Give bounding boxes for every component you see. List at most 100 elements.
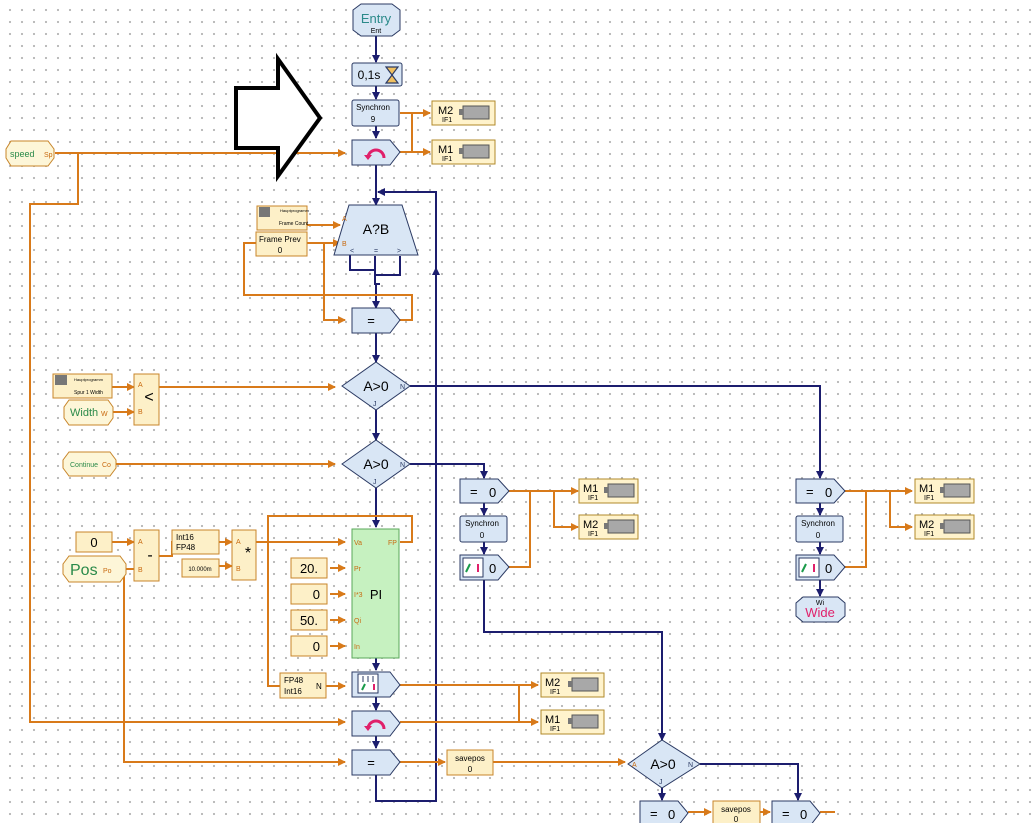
pi-port: Qi (354, 618, 361, 625)
pi-port: Pr (354, 566, 362, 573)
assign-zero-block-right[interactable]: = 0 (795, 478, 846, 504)
motor-m2-bottom[interactable]: M2 IF1 (540, 672, 605, 698)
speed-port: Sp (44, 152, 53, 159)
motor-iface: IF1 (588, 495, 598, 502)
decision-a-gt-0-2[interactable]: A>0 N J (341, 439, 411, 489)
arrow-annotation-icon (234, 52, 323, 183)
motor-m1-mid[interactable]: M1 IF1 (578, 478, 639, 504)
pi-controller-block[interactable]: PI Va Pr I*3 Qi In FP (351, 528, 400, 659)
motor-m1-top[interactable]: M1 IF1 (431, 139, 496, 165)
continue-input[interactable]: Continue Co (62, 451, 117, 477)
decision-no: N (400, 384, 405, 391)
savepos-value: 0 (468, 765, 473, 774)
assign-zero-block-bottom-2[interactable]: = 0 (771, 800, 821, 823)
frame-prev-value: 0 (278, 246, 283, 255)
subtract-label: - (147, 547, 152, 564)
pi-port: Va (354, 540, 362, 547)
assign-label: = (650, 806, 658, 821)
motor-m2-top[interactable]: M2 IF1 (431, 100, 496, 126)
savepos-value: 0 (734, 815, 739, 823)
frame-prev-variable[interactable]: Frame Prev 0 (255, 231, 308, 257)
synchron-label: Synchron (801, 519, 835, 528)
motor-iface: IF1 (924, 495, 934, 502)
wide-exit[interactable]: Wi Wide (795, 596, 846, 623)
savepos-variable[interactable]: savepos 0 (446, 749, 494, 776)
constant-10000m[interactable]: 10.000m (181, 558, 220, 578)
wait-label: 0,1s (358, 68, 381, 82)
motor-m2-right[interactable]: M2 IF1 (914, 514, 975, 540)
reset-value: 0 (489, 561, 496, 576)
motor-direction-block-bottom[interactable] (351, 710, 401, 737)
wait-block[interactable]: 0,1s (351, 62, 403, 87)
synchron-block-top[interactable]: Synchron 9 (351, 99, 400, 127)
decision-label: A>0 (363, 378, 389, 394)
decision-yes: J (659, 779, 663, 786)
synchron-label: Synchron (465, 519, 499, 528)
spur-width-label: Spur 1 Width (74, 390, 103, 396)
decision-in: A (632, 762, 637, 769)
decision-yes: J (373, 401, 377, 408)
motor-m1-right[interactable]: M1 IF1 (914, 478, 975, 504)
motor-iface: IF1 (588, 531, 598, 538)
pi-port: I*3 (354, 592, 363, 599)
assign-block-1[interactable]: = (351, 307, 401, 334)
multiply-label: * (245, 545, 251, 562)
savepos-label: savepos (721, 805, 751, 814)
entry-label: Entry (361, 11, 392, 26)
compare-ab-block[interactable]: A?B A B < = > (333, 204, 419, 256)
savepos-variable-bottom[interactable]: savepos 0 (712, 800, 761, 823)
speed-bars-icon (357, 673, 379, 694)
frame-count-variable[interactable]: Hauptprogramm Frame Count (256, 205, 310, 231)
motor-icon (459, 105, 490, 120)
width-input[interactable]: Width W (63, 399, 114, 426)
motor-label: M1 (438, 144, 453, 156)
synchron-block-right[interactable]: Synchron 0 (795, 515, 844, 543)
entry-block[interactable]: Entry Ent (352, 3, 401, 37)
pi-param-1[interactable]: 20. (290, 557, 328, 579)
assign-value: 0 (825, 485, 832, 500)
decision-a-gt-0-1[interactable]: A>0 N J (341, 361, 411, 411)
assign-label: = (782, 806, 790, 821)
motor-label: M2 (438, 105, 453, 117)
assign-block-bottom[interactable]: = (351, 749, 401, 776)
pi-param-2[interactable]: 0 (290, 583, 328, 605)
multiply-block[interactable]: * A B (231, 529, 257, 581)
constant-zero[interactable]: 0 (75, 531, 113, 553)
assign-label: = (367, 755, 375, 770)
pi-param-3[interactable]: 50. (290, 609, 328, 631)
spur-width-title: Hauptprogramm (74, 377, 104, 382)
port-a: A (138, 539, 143, 546)
motor-m1-bottom[interactable]: M1 IF1 (540, 709, 605, 735)
spur-width-variable[interactable]: Hauptprogramm Spur 1 Width (52, 373, 113, 399)
motor-direction-block-top[interactable] (351, 139, 401, 166)
assign-zero-block-bottom-1[interactable]: = 0 (639, 800, 689, 823)
convert-int16-fp48[interactable]: Int16 FP48 (171, 529, 220, 555)
reset-counter-block-right[interactable]: 0 (795, 554, 846, 581)
decision-no: N (688, 762, 693, 769)
pos-input[interactable]: Pos Po (62, 555, 127, 583)
frame-count-label: Frame Count (279, 221, 309, 227)
motor-m2-mid[interactable]: M2 IF1 (578, 514, 639, 540)
less-than-block[interactable]: < A B (133, 373, 160, 426)
synchron-block-mid[interactable]: Synchron 0 (459, 515, 508, 543)
assign-zero-block-mid[interactable]: = 0 (459, 478, 510, 504)
port-greater: > (397, 248, 401, 255)
speed-input[interactable]: speed Sp (5, 140, 55, 167)
assign-value: 0 (668, 807, 675, 822)
convert-fp48-int16[interactable]: FP48 Int16 N (279, 672, 327, 699)
port-b: B (342, 241, 347, 248)
reset-counter-block-mid[interactable]: 0 (459, 554, 510, 581)
decision-a-gt-0-3[interactable]: A>0 A N J (627, 739, 701, 789)
constant-value: 10.000m (188, 567, 211, 573)
rotate-icon (364, 148, 386, 160)
subtract-block[interactable]: - A B (133, 529, 160, 582)
speed-label: speed (10, 149, 35, 159)
motor-speed-block-bottom[interactable] (351, 671, 401, 698)
pi-param-4[interactable]: 0 (290, 635, 328, 657)
pos-port: Po (103, 568, 112, 575)
motor-label: M2 (545, 677, 560, 689)
entry-sub: Ent (371, 28, 382, 35)
motor-icon (940, 483, 971, 498)
wide-sub: Wi (816, 600, 825, 607)
